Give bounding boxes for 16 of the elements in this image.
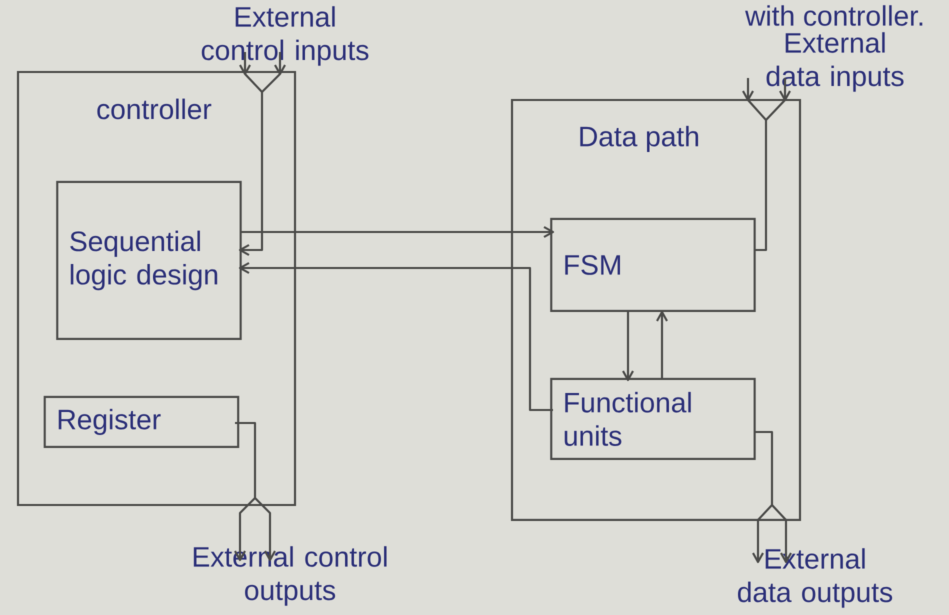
arrow [656,310,668,382]
register-block: Register [44,396,240,448]
input-fork-arrow [238,50,286,256]
note-text: with controller. [745,5,922,26]
arrow [622,310,634,382]
functional-unit-block: Functional units [550,378,756,460]
arrow [238,262,554,412]
input-fork-arrow [742,76,792,252]
output-fork-arrow [752,430,792,564]
signal-label: External data outputs [738,548,892,608]
output-fork-arrow [234,422,276,562]
arrow [238,226,554,238]
signal-label: External control inputs [202,6,368,66]
signal-label: External data inputs [766,32,904,92]
logic-block: Sequential logic design [56,180,242,340]
fsm-block: FSM [550,218,756,312]
